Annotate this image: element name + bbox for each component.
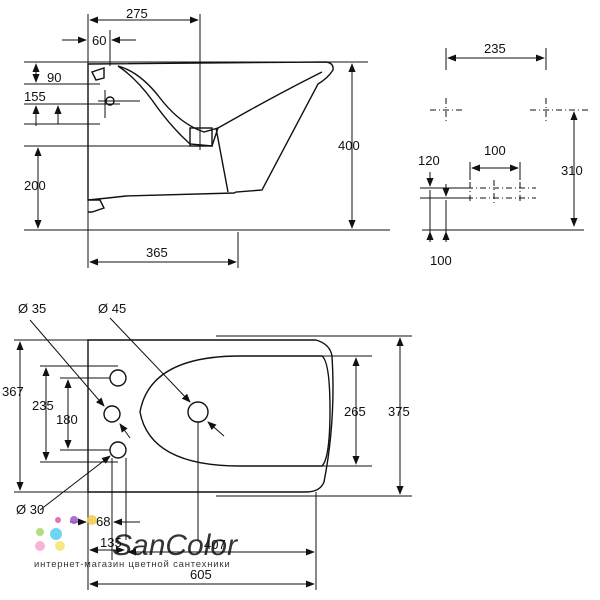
bidet-top-outline [87,339,334,493]
drain-hole [187,401,209,423]
dim-90: 90 [47,70,61,85]
label-drain-hole: Ø 45 [98,301,126,316]
wall-mount-view: 235 310 100 120 100 [418,41,590,268]
label-tap-hole: Ø 30 [16,502,44,517]
overflow-hole [103,405,121,423]
watermark-dot [50,528,62,540]
top-view: Ø 35 Ø 45 Ø 30 367 235 180 265 375 68 13… [2,301,412,590]
watermark-dot [35,541,45,551]
dim-400: 400 [338,138,360,153]
watermark-dot [55,541,65,551]
dim-235-top: 235 [32,398,54,413]
dim-100-top: 100 [484,143,506,158]
watermark-dot [70,516,78,524]
bowl-outline [139,355,331,467]
dim-60: 60 [92,33,106,48]
watermark: SanColor интернет-магазин цветной сантех… [34,515,238,570]
watermark-dot [36,528,44,536]
dim-365: 365 [146,245,168,260]
dim-180: 180 [56,412,78,427]
dim-200: 200 [24,178,46,193]
dim-310: 310 [561,163,583,178]
tap-hole-lower [109,441,127,459]
watermark-brand: SanColor [112,529,238,562]
label-overflow-hole: Ø 35 [18,301,46,316]
dim-407: 407 [204,537,226,552]
dim-155: 155 [24,89,46,104]
dim-120: 120 [418,153,440,168]
watermark-dot [87,515,97,525]
dim-68: 68 [96,514,110,529]
dim-265: 265 [344,404,366,419]
dim-367: 367 [2,384,24,399]
watermark-tagline: интернет-магазин цветной сантехники [34,559,230,570]
dim-275: 275 [126,6,148,21]
dim-605: 605 [190,567,212,582]
side-view: 275 60 90 155 200 400 365 [24,6,390,268]
dim-100-bottom: 100 [430,253,452,268]
bidet-side-outline [87,61,334,201]
watermark-dots [35,515,97,551]
dim-235: 235 [484,41,506,56]
tap-hole-upper [109,369,127,387]
dim-375: 375 [388,404,410,419]
dim-135: 135 [100,535,122,550]
watermark-dot [55,517,61,523]
